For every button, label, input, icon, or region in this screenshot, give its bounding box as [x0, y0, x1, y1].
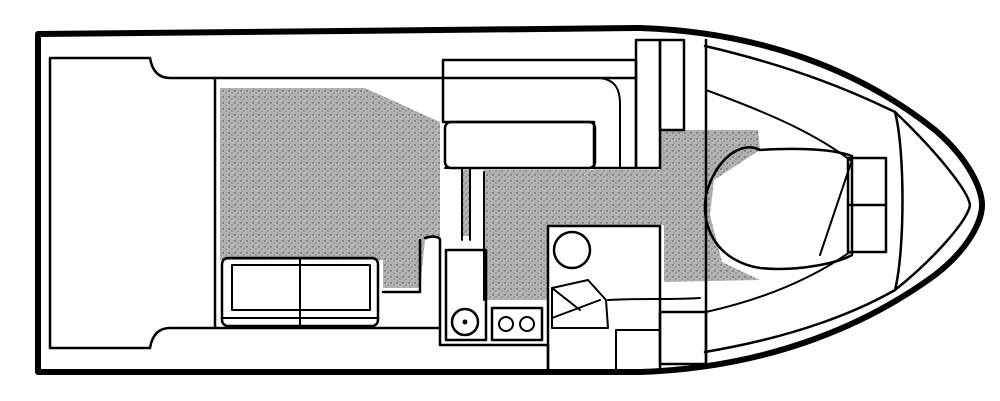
head-sink [552, 230, 592, 270]
stove-burner-left [498, 316, 514, 332]
galley-sink [450, 307, 480, 337]
sofa-back [231, 264, 371, 311]
galley-unit [444, 248, 488, 342]
hull-outline [35, 25, 985, 375]
v-berth-fold [819, 159, 853, 256]
stove-burner-right [519, 316, 535, 332]
dinette-back-bench [441, 58, 638, 170]
bow-tip-line [893, 110, 972, 292]
v-berth-cushion [846, 156, 888, 254]
cockpit-outline [48, 56, 217, 350]
pillar-1 [634, 38, 662, 170]
dinette-seat [443, 120, 597, 170]
galley-aisle-edge [461, 167, 485, 301]
forward-cabin-shelf-top [705, 89, 851, 161]
corridor-carpet-area [484, 130, 760, 300]
head-door [615, 329, 661, 373]
v-berth-mattress [703, 146, 854, 271]
forward-cabin-shelf-bottom [705, 251, 851, 313]
galley-partition [381, 235, 442, 294]
sink-drain [462, 319, 468, 325]
hull-inner-rail [703, 44, 904, 354]
salon-carpet-area [220, 88, 440, 288]
galley-stove [490, 306, 544, 342]
pillar-2 [658, 38, 686, 132]
toilet-lid-line [551, 299, 601, 319]
head-shower-curve [607, 297, 701, 301]
toilet-seat-line [551, 287, 581, 311]
forward-locker [658, 310, 708, 366]
head-toilet [551, 279, 609, 329]
galley-carpet-area [462, 170, 470, 236]
dinette-bench-inner [444, 77, 621, 169]
